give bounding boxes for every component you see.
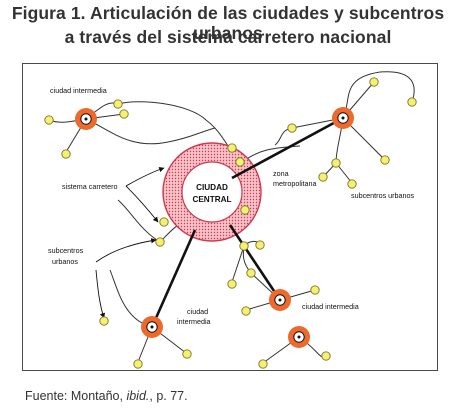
intermediate-cities [75, 107, 354, 348]
source-italic: ibid. [126, 389, 150, 403]
diagram-frame [22, 63, 438, 371]
urban-subcenters [44, 77, 417, 369]
highway-to-metropolitan [231, 116, 344, 180]
subcenter-node [347, 179, 357, 189]
subcenter-node [44, 115, 54, 125]
label-urbanos: urbanos [52, 257, 78, 266]
subcenter-node [239, 241, 249, 251]
subcenter-node [407, 97, 417, 107]
annotation-arrows [95, 166, 165, 319]
road-bottom-center-e [231, 245, 245, 283]
label-zona: zona [273, 169, 289, 178]
subcenter-node [318, 172, 328, 182]
road-left-to-center [85, 118, 216, 145]
subcenter-node [227, 143, 237, 153]
subcenter-node [241, 306, 251, 316]
source-prefix: Fuente: Montaño, [25, 389, 127, 403]
figure-source: Fuente: Montaño, ibid., p. 77. [25, 389, 188, 403]
subcenter-node [380, 155, 390, 165]
subcenter-node [99, 316, 109, 326]
road-top-right-loop [342, 71, 415, 119]
subcenter-node [155, 237, 165, 247]
central-city-label-1: CIUDAD [196, 183, 228, 192]
subcenter-node [258, 359, 268, 369]
subcenter-node [246, 268, 256, 278]
highway-to-bottom-left [150, 229, 197, 328]
label-intermedia-bottom: intermedia [177, 317, 211, 326]
subcenter-node [133, 359, 143, 369]
subcenter-node [119, 109, 129, 119]
road-center-right [244, 145, 301, 161]
city-bottom-left [141, 316, 163, 338]
subcenter-node [182, 349, 192, 359]
arrow-sistema-to-node [125, 185, 159, 223]
subcenter-node [287, 123, 297, 133]
road-top-left-loop [85, 101, 241, 163]
figure-title-line-2: a través del sistema carretero nacional [64, 27, 392, 47]
subcenter-node [321, 351, 331, 361]
subcenter-node [159, 217, 169, 227]
subcenter-node [240, 205, 250, 215]
road-left-mid-2 [117, 199, 161, 243]
subcenter-node [61, 149, 71, 159]
subcenter-node [310, 285, 320, 295]
central-city-label-2: CENTRAL [192, 195, 231, 204]
label-ciudad-bottom: ciudad [187, 307, 208, 316]
label-metropolitana: metropolitana [273, 179, 317, 188]
subcenter-node [369, 77, 379, 87]
subcenter-node [255, 240, 265, 250]
highway-to-bottom-right [228, 224, 282, 301]
arrow-subcentros-to-bottom [95, 269, 106, 319]
city-top-left [75, 108, 97, 130]
label-ciudad-intermedia-top: ciudad intermedia [50, 86, 107, 95]
subcenter-node [113, 99, 123, 109]
label-subcentros-urbanos-right: subcentros urbanos [351, 191, 415, 200]
city-bottom-right [288, 326, 310, 348]
subcenter-node [331, 158, 341, 168]
figure-title-line-1: Figura 1. Articulación de las ciudades y… [11, 3, 445, 43]
label-ciudad-intermedia-right: ciudad intermedia [302, 302, 359, 311]
arrow-sistema-to-road [125, 166, 165, 187]
label-sistema-carretero: sistema carretero [62, 182, 118, 191]
subcenter-node [235, 157, 245, 167]
city-top-right [332, 107, 354, 129]
city-bottom-center [269, 289, 291, 311]
arrow-subcentros-to-node [95, 238, 157, 263]
label-subcentros: subcentros [48, 246, 84, 255]
source-suffix: , p. 77. [149, 389, 188, 403]
national-highways [150, 116, 344, 328]
subcenter-node [227, 279, 237, 289]
central-city: CIUDAD CENTRAL [162, 142, 262, 242]
